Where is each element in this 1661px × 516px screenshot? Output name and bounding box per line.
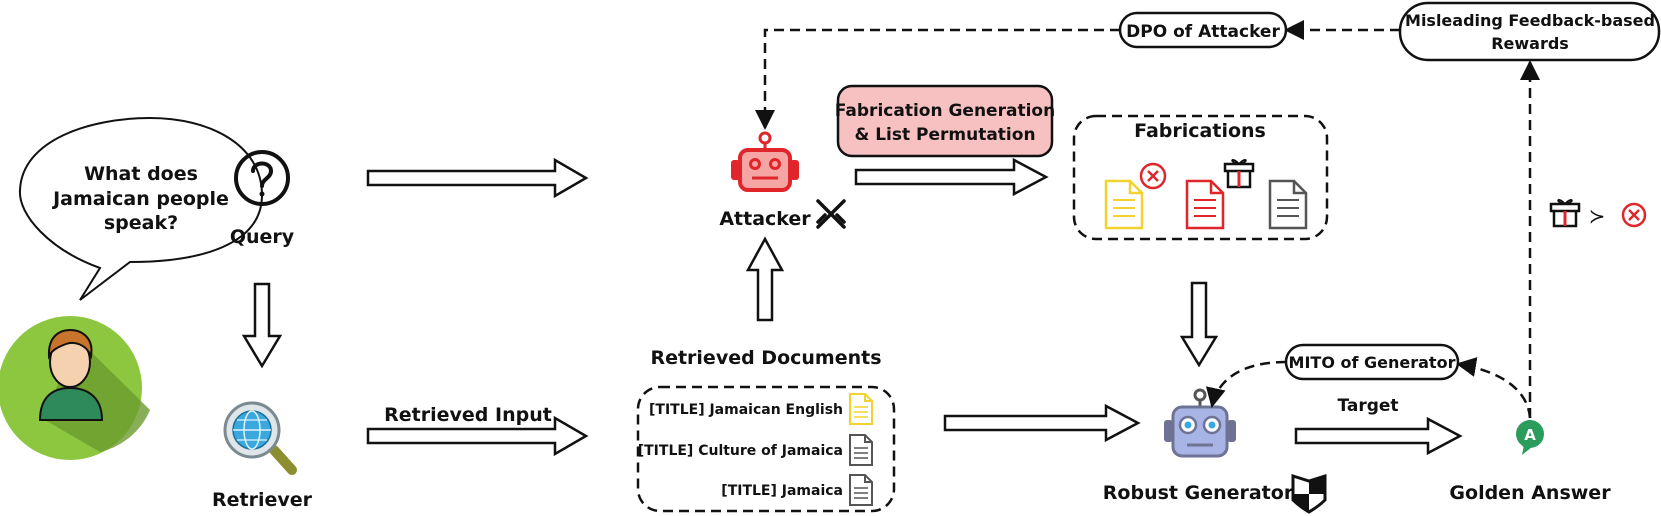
retrieved-documents-title: Retrieved Documents <box>650 347 881 369</box>
answer-pin-icon: A <box>1516 420 1544 455</box>
generator-to-answer-arrow <box>1294 416 1463 456</box>
retriever-to-documents-arrow <box>366 415 589 457</box>
shield-icon <box>1291 473 1327 514</box>
red-document-icon <box>1185 179 1225 230</box>
fabrications-title: Fabrications <box>1134 120 1266 142</box>
query-to-attacker-arrow <box>366 157 589 199</box>
rewards-line-1: Misleading Feedback-based <box>1405 11 1655 30</box>
question-icon <box>234 150 290 206</box>
answer-glyph: A <box>1524 426 1536 444</box>
mito-to-generator-arrow <box>1206 360 1287 408</box>
retrieved-documents-group <box>636 385 896 513</box>
rewards-pill <box>1398 1 1661 62</box>
preference-symbol: ≻ <box>1589 204 1606 228</box>
retriever-label: Retriever <box>212 489 313 511</box>
robot-icon <box>731 131 799 192</box>
document-item-1: [TITLE] Jamaican English <box>649 402 843 418</box>
dpo-label: DPO of Attacker <box>1126 22 1280 42</box>
mito-label: MITO of Generator <box>1289 353 1456 372</box>
crossed-swords-icon <box>816 199 846 229</box>
document-item-2: [TITLE] Culture of Jamaica <box>638 443 843 459</box>
target-label: Target <box>1337 396 1398 416</box>
gray-document-icon <box>849 474 873 506</box>
query-label: Query <box>230 226 295 248</box>
fabricate-to-fabrications-arrow <box>854 157 1049 197</box>
gray-document-icon <box>1268 179 1308 230</box>
fabrication-box-line-1: Fabrication Generation <box>835 101 1055 121</box>
bubble-line-2: Jamaican people <box>51 188 229 210</box>
mito-pill <box>1284 343 1460 381</box>
yellow-document-icon <box>1104 179 1144 230</box>
yellow-document-icon <box>849 393 873 425</box>
fabrications-to-generator-arrow <box>1179 281 1219 368</box>
bubble-line-1: What does <box>84 163 198 185</box>
golden-answer-label: Golden Answer <box>1449 482 1611 504</box>
dpo-pill <box>1118 11 1288 49</box>
robot-icon <box>1164 388 1236 458</box>
query-speech-bubble: What does Jamaican people speak? <box>18 116 264 301</box>
rewards-line-2: Rewards <box>1491 34 1569 53</box>
red-cross-icon <box>1621 202 1647 228</box>
gift-icon <box>1549 199 1581 228</box>
query-to-retriever-arrow <box>241 282 283 369</box>
globe-search-icon <box>223 401 297 475</box>
user-avatar-icon <box>0 316 150 460</box>
fabrication-box-line-2: & List Permutation <box>854 125 1035 145</box>
documents-to-generator-arrow <box>943 403 1141 443</box>
red-cross-icon <box>1139 162 1167 190</box>
dpo-to-attacker-arrow <box>755 28 1120 130</box>
gray-document-icon <box>849 434 873 466</box>
fabrication-generation-box <box>836 84 1054 158</box>
generator-label: Robust Generator <box>1103 482 1294 504</box>
document-item-3: [TITLE] Jamaica <box>721 483 843 499</box>
retrieved-input-label: Retrieved Input <box>384 404 552 426</box>
fabrications-group <box>1072 114 1329 241</box>
gift-icon <box>1223 159 1255 189</box>
documents-to-attacker-arrow <box>745 236 785 322</box>
answer-to-mito-arrow <box>1456 357 1532 419</box>
attacker-label: Attacker <box>719 208 811 230</box>
bubble-line-3: speak? <box>104 212 178 234</box>
